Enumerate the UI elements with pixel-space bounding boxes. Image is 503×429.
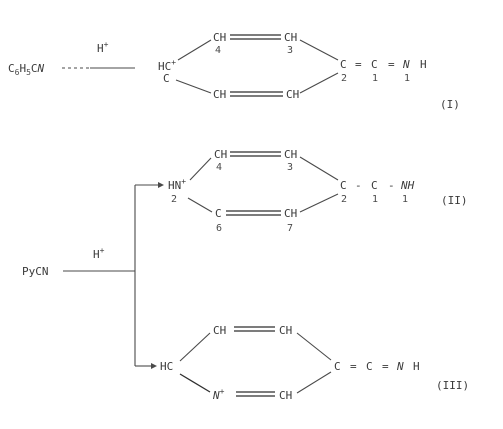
tail-2-eq2: - — [388, 179, 395, 192]
ring-3-bond-hc-n — [179, 373, 211, 393]
ring-2-hn-atom: HN+ — [168, 177, 186, 192]
tail-2-nh: NH — [400, 179, 415, 192]
ring-2-n-num: 2 — [171, 194, 177, 205]
ring-3-hc: HC — [160, 360, 173, 373]
reaction-2-reagent: H+ — [93, 246, 105, 261]
ring-2-c6: C — [215, 207, 222, 220]
tail-1-h: H — [420, 58, 427, 71]
tail-2-c-num: 1 — [372, 194, 378, 205]
ring-1-c3-num: 3 — [287, 45, 293, 56]
tail-1-eq1: = — [355, 58, 362, 71]
ring-2-c4: CH — [214, 148, 227, 161]
tail-3-c: C — [334, 360, 341, 373]
ring-2-c4-num: 4 — [216, 162, 222, 173]
tail-3-c2: C — [366, 360, 373, 373]
tail-2-eq1: - — [355, 179, 362, 192]
label-I: (I) — [440, 98, 460, 111]
ring-1-c4-num: 4 — [215, 45, 221, 56]
ring-3-bond-hc-top — [179, 332, 211, 362]
tail-3-h: H — [413, 360, 420, 373]
ring-2-bond-n-c6 — [187, 197, 213, 213]
ring-2-bond-c7-c2 — [299, 193, 339, 213]
ring-1-c2: C — [340, 58, 347, 71]
reaction-2: PyCN H+ HN+ 2 CH 4 CH 3 C 6 CH 7 C 2 - C — [22, 148, 469, 402]
ring-2-c2: C — [340, 179, 347, 192]
ring-1-c-atom: C — [163, 72, 170, 85]
ring-2-bond-c3-c2 — [299, 156, 339, 181]
ring-3-n-atom: N+ — [212, 387, 225, 402]
tail-1-n-num: 1 — [404, 73, 410, 84]
arrowhead-II — [158, 182, 164, 188]
ring-2-c7-num: 7 — [287, 223, 293, 234]
label-III: (III) — [436, 379, 469, 392]
label-II: (II) — [441, 194, 468, 207]
ring-1-c4: CH — [213, 31, 226, 44]
tail-1-n: N — [402, 58, 410, 71]
ring-1-bond-clow-c2 — [299, 72, 339, 94]
ring-3-bond-top-c — [296, 332, 332, 361]
reaction-1-reagent: H+ — [97, 40, 109, 55]
ring-1-bond-c3-c2 — [299, 39, 339, 61]
tail-2-n-num: 1 — [402, 194, 408, 205]
tail-3-eq1: = — [350, 360, 357, 373]
ring-2-c2-num: 2 — [341, 194, 347, 205]
ring-3-top-right: CH — [279, 324, 292, 337]
ring-3-bond-bottom-c — [296, 371, 332, 394]
ring-1-c-lower-right: CH — [286, 88, 299, 101]
tail-3-eq2: = — [382, 360, 389, 373]
reaction-1: C6H5CN H+ HC+ C CH 4 CH 3 CH CH C 2 = C … — [8, 31, 460, 111]
ring-1-bond-n-c4 — [177, 39, 212, 61]
ring-1-bond-c-clow — [175, 79, 212, 94]
ring-2-bond-n-c4 — [189, 157, 212, 181]
ring-2-c3-num: 3 — [287, 162, 293, 173]
tail-3-n: N — [396, 360, 404, 373]
ring-3-bottom-right: CH — [279, 389, 292, 402]
ring-2-c6-num: 6 — [216, 223, 222, 234]
reactant-pycn: PyCN — [22, 265, 49, 278]
ring-1-c2-num: 2 — [341, 73, 347, 84]
ring-1-c-lower-left: CH — [213, 88, 226, 101]
arrowhead-III — [151, 363, 157, 369]
ring-2-c7: CH — [284, 207, 297, 220]
ring-1-hc-atom: HC+ — [158, 58, 176, 73]
ring-3-top-left: CH — [213, 324, 226, 337]
tail-2-c: C — [371, 179, 378, 192]
tail-1-c: C — [371, 58, 378, 71]
ring-1-c3: CH — [284, 31, 297, 44]
ring-2-c3: CH — [284, 148, 297, 161]
tail-1-c-num: 1 — [372, 73, 378, 84]
tail-1-eq2: = — [388, 58, 395, 71]
reactant-benzonitrile: C6H5CN — [8, 62, 45, 77]
